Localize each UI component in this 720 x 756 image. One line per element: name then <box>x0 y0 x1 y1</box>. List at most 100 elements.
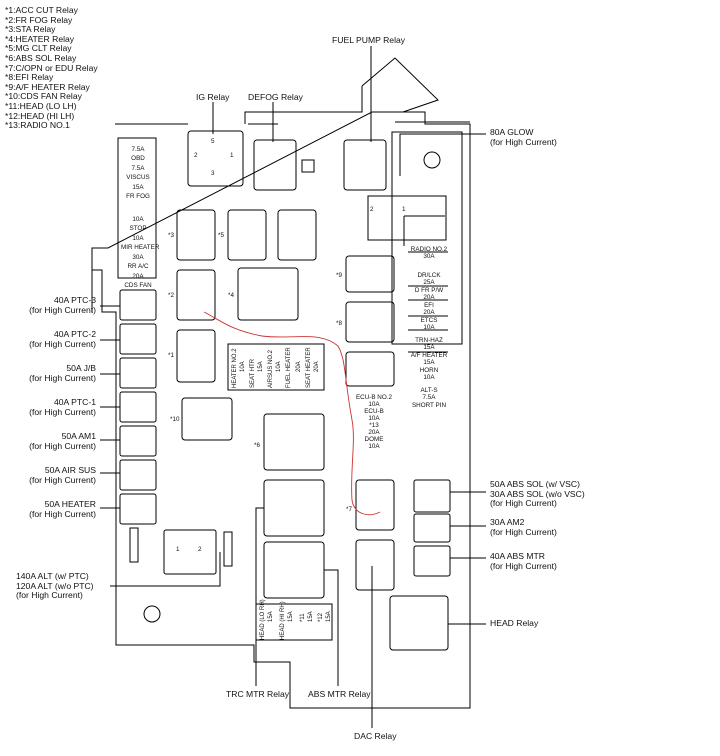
fuse-amp: 10A <box>368 415 380 422</box>
fuse-amp: 10A <box>132 216 144 223</box>
fuse-amp: 10A <box>132 235 144 242</box>
ig-relay-socket <box>187 130 244 187</box>
vertical-fuse-label: *12 <box>318 612 324 622</box>
ptc2-label: 40A PTC-2(for High Current) <box>29 329 96 349</box>
fuse-amp: 15A <box>423 344 435 351</box>
relay-mark: *10 <box>170 416 180 423</box>
am1-label: 50A AM1(for High Current) <box>29 431 96 451</box>
relay-mark: *1 <box>168 352 174 359</box>
alt-fuse-housing <box>163 529 217 575</box>
vertical-fuse-label: HEAD (LO RH) <box>260 599 266 640</box>
am2-label: 30A AM2(for High Current) <box>490 517 557 537</box>
dac-relay-socket <box>355 539 395 591</box>
vertical-fuse-amp: 20A <box>314 361 320 372</box>
fuse-label: RADIO NO.2 <box>410 246 448 253</box>
fuse-amp: 7.5A <box>131 146 145 153</box>
pin-number: 1 <box>176 546 180 553</box>
vertical-fuse-label: AIRSUS NO.2 <box>268 349 274 388</box>
left-panel <box>117 137 157 279</box>
relay-9-socket <box>345 255 395 293</box>
fuse-amp: 7.5A <box>422 394 436 401</box>
legend-item: *5:MG CLT Relay <box>5 43 72 54</box>
relay-3-socket <box>176 209 216 261</box>
relay-7-socket <box>355 479 395 531</box>
vertical-fuse-label: HEAD (HI RH) <box>280 601 286 640</box>
pin-number: 5 <box>211 138 215 145</box>
alt-label: 140A ALT (w/ PTC)120A ALT (w/o PTC)(for … <box>16 571 94 601</box>
defog-relay-label: DEFOG Relay <box>248 92 303 102</box>
fuse-label: VISCUS <box>126 174 150 181</box>
head-relay-socket <box>389 595 449 651</box>
legend-item: *8:EFI Relay <box>5 72 54 83</box>
legend-item: *3:STA Relay <box>5 24 56 35</box>
relay-mark: *5 <box>218 232 224 239</box>
defog-relay-socket <box>253 139 297 191</box>
legend-item: *2:FR FOG Relay <box>5 14 73 25</box>
glow-80a-label: 80A GLOW(for High Current) <box>490 127 557 147</box>
head-relay-label: HEAD Relay <box>490 618 539 628</box>
left-fuse-column: 7.5A OBD 7.5A VISCUS 15A FR FOG 10A STOP… <box>121 146 160 292</box>
relay-8-socket <box>345 301 395 343</box>
legend-item: *4:HEATER Relay <box>5 33 75 44</box>
heater50-label: 50A HEATER(for High Current) <box>29 499 96 519</box>
abs-mtr-relay-label: ABS MTR Relay <box>308 689 371 699</box>
fuse-label: EFI <box>424 302 434 309</box>
fuel-pump-relay-socket <box>343 139 387 191</box>
vertical-fuse-label: SEAT HEATER <box>306 347 312 388</box>
pin-number: 3 <box>211 170 215 177</box>
vertical-fuse-label: *11 <box>300 613 306 622</box>
relay-mark: *6 <box>254 442 260 449</box>
relay-legend: *1:ACC CUT Relay *2:FR FOG Relay *3:STA … <box>5 5 98 131</box>
fuse-label: STOP <box>129 225 147 232</box>
vertical-fuse-amp: 10A <box>240 361 246 372</box>
relay-mark: *9 <box>336 272 342 279</box>
abs-sol-label: 50A ABS SOL (w/ VSC)30A ABS SOL (w/o VSC… <box>490 479 585 509</box>
pin-number: 1 <box>230 152 234 159</box>
legend-item: *11:HEAD (LO LH) <box>5 100 77 111</box>
fuse-amp: 20A <box>368 429 380 436</box>
pin-number: 2 <box>194 152 198 159</box>
fuse-label: OBD <box>131 155 145 162</box>
fuse-label: A/F HEATER <box>410 352 448 359</box>
fuse-label: DOME <box>364 436 384 443</box>
fuel-pump-relay-label: FUEL PUMP Relay <box>332 35 406 45</box>
relay-mark: *8 <box>336 320 342 327</box>
legend-item: *13:RADIO NO.1 <box>5 120 70 131</box>
right-fuse-column: RADIO NO.2 30A DR/LCK 25A D FR P/W 20A E… <box>404 246 454 409</box>
fuse-amp: 15A <box>423 359 435 366</box>
fuse-label: ECU-B <box>364 408 384 415</box>
vertical-fuse-amp: 15A <box>288 611 294 622</box>
vertical-fuse-amp: 15A <box>308 611 314 622</box>
fuse-amp: 20A <box>423 309 435 316</box>
relay-mark: *4 <box>228 292 234 299</box>
relay-mark: *7 <box>346 506 352 513</box>
fuse-amp: 25A <box>423 279 435 286</box>
fuse-label: ETCS <box>420 317 438 324</box>
vertical-fuse-amp: 10A <box>276 361 282 372</box>
fuse-label: SHORT PIN <box>411 402 447 409</box>
vertical-fuse-amp: 15A <box>326 611 332 622</box>
relay-2-socket <box>176 269 216 321</box>
legend-item: *6:ABS SOL Relay <box>5 52 77 63</box>
fuse-amp: 10A <box>423 324 435 331</box>
relay-6-socket <box>263 413 325 471</box>
fuse-amp: 30A <box>132 254 144 261</box>
legend-item: *9:A/F HEATER Relay <box>5 81 90 92</box>
fuse-label: CDS FAN <box>124 282 152 289</box>
fuse-amp: 30A <box>423 253 435 260</box>
pin-number: 2 <box>198 546 202 553</box>
air-sus-label: 50A AIR SUS(for High Current) <box>29 465 96 485</box>
vertical-fuse-label: FUEL HEATER <box>286 347 292 388</box>
relay-mark: *3 <box>168 232 174 239</box>
pin-number: 2 <box>370 206 374 213</box>
vertical-fuse-amp: 15A <box>258 361 264 372</box>
mid-fuse-column: ECU-B NO.2 10A ECU-B 10A *13 20A DOME 10… <box>352 394 396 450</box>
legend-item: *1:ACC CUT Relay <box>5 5 78 15</box>
fuse-label: ECU-B NO.2 <box>355 394 393 401</box>
ig-relay-label: IG Relay <box>196 92 230 102</box>
pin-number: 1 <box>402 206 406 213</box>
ptc1-label: 40A PTC-1(for High Current) <box>29 397 96 417</box>
relay-4-socket <box>237 267 299 321</box>
fuse-label: MIR HEATER <box>121 244 160 251</box>
